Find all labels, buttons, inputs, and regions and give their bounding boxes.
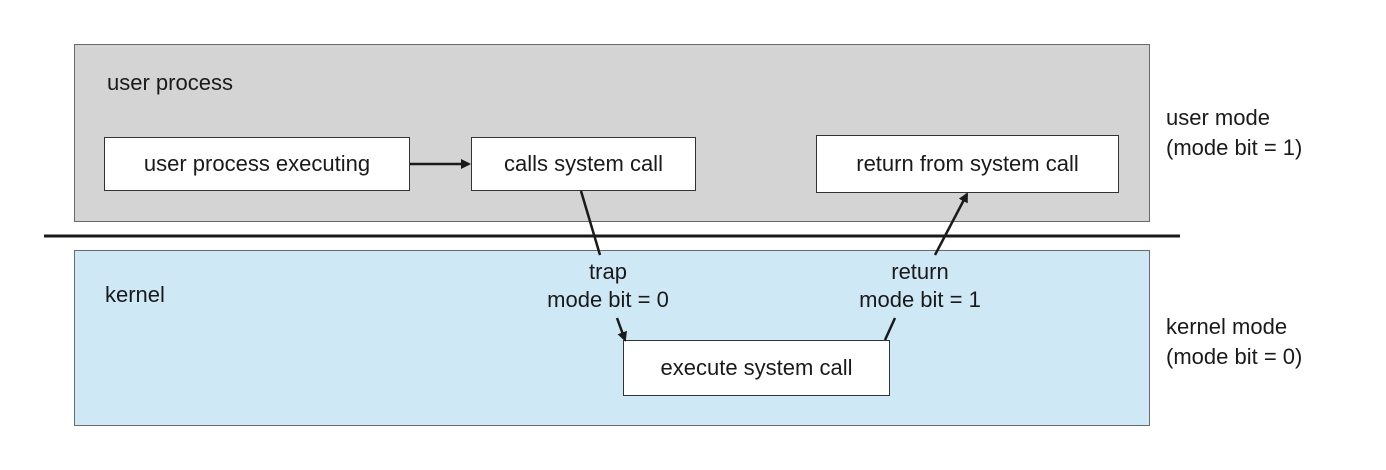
kernel-region <box>74 250 1150 426</box>
calls-system-call-box: calls system call <box>471 137 696 191</box>
return-label: return <box>891 259 949 284</box>
kernel-label: kernel <box>105 282 165 307</box>
user-mode-title: user mode <box>1166 105 1270 130</box>
trap-edge-label: trap mode bit = 0 <box>528 258 688 314</box>
return-edge-label: return mode bit = 1 <box>840 258 1000 314</box>
trap-label: trap <box>589 259 627 284</box>
return-from-system-call-box: return from system call <box>816 135 1119 193</box>
execute-system-call-box: execute system call <box>623 340 890 396</box>
user-mode-bit: (mode bit = 1) <box>1166 135 1303 160</box>
user-mode-label: user mode (mode bit = 1) <box>1166 103 1302 163</box>
trap-mode-bit-label: mode bit = 0 <box>547 287 669 312</box>
user-process-region <box>74 44 1150 222</box>
return-mode-bit-label: mode bit = 1 <box>859 287 981 312</box>
kernel-mode-title: kernel mode <box>1166 314 1288 339</box>
kernel-mode-label: kernel mode (mode bit = 0) <box>1166 312 1302 372</box>
kernel-mode-bit: (mode bit = 0) <box>1166 344 1303 369</box>
user-process-executing-box: user process executing <box>104 137 410 191</box>
user-process-label: user process <box>107 70 233 95</box>
